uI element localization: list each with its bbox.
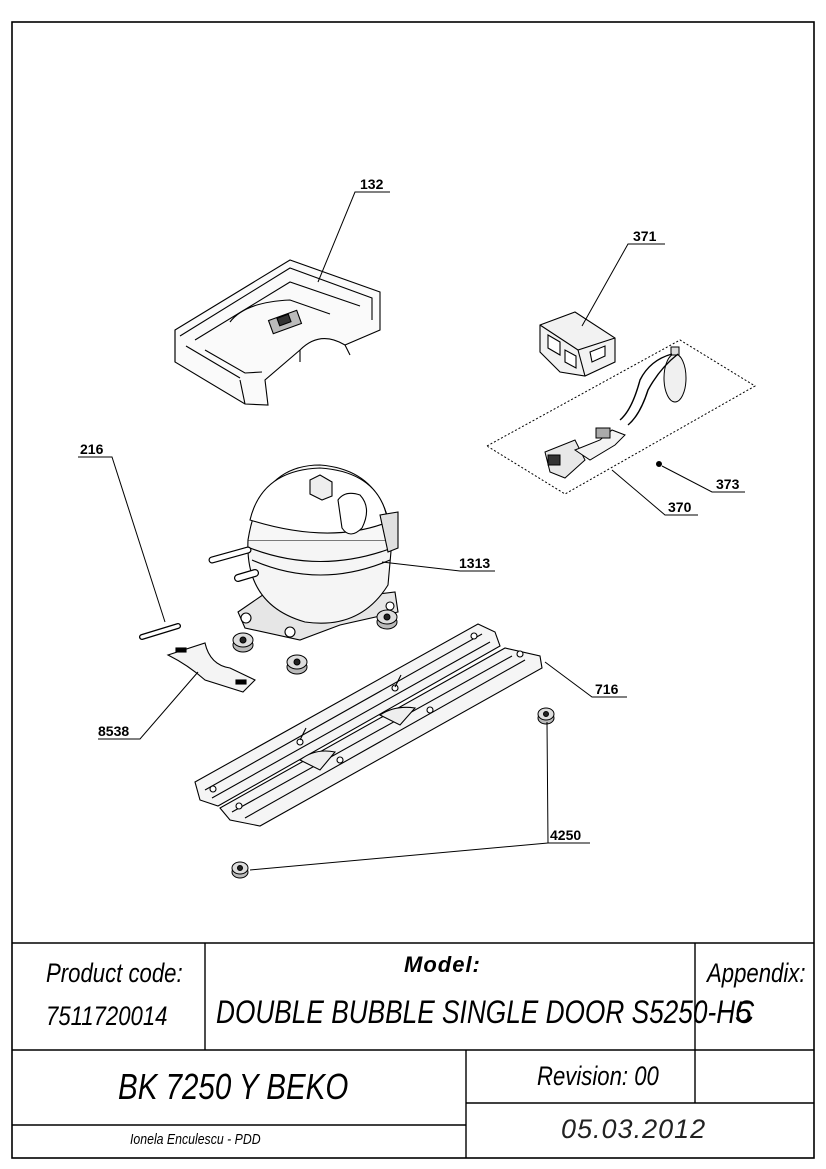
leader-lines [78,191,745,871]
part-716-base-rails [194,623,543,827]
callout-132: 132 [360,176,384,192]
part-370-electrical-kit [486,339,756,495]
appendix-label: Appendix: [707,958,806,988]
callout-716: 716 [595,681,619,697]
product-name: BK 7250 Y BEKO [118,1066,349,1107]
revision-date: 05.03.2012 [561,1114,707,1144]
leader-371 [581,243,665,327]
author: Ionela Enculescu - PDD [130,1131,261,1148]
callout-labels: 132 371 216 373 370 1313 716 8538 4250 [80,176,740,843]
revision: Revision: 00 [537,1061,659,1091]
leader-4250-b [249,842,549,871]
callout-8538: 8538 [98,723,129,739]
callout-4250: 4250 [550,827,581,843]
callout-370: 370 [668,499,692,515]
title-block-grid [12,942,814,1158]
part-371-relay-cover [539,311,616,377]
part-216-pin [139,623,181,640]
leader-8538 [98,671,199,740]
grommet-3 [376,609,398,630]
product-code-label: Product code: [46,958,183,988]
grommet-1 [232,632,254,653]
model-label: Model: [404,952,481,977]
leader-1313 [381,561,495,572]
part-1313-compressor [208,464,399,641]
leader-716 [544,661,627,698]
leader-216 [78,456,166,623]
leader-132 [317,191,390,283]
grommet-5 [231,861,249,879]
drawing-frame [11,21,815,1159]
grommet-2 [286,654,308,675]
leader-370 [611,469,698,516]
part-8538-plate [166,642,256,693]
part-132-drip-tray [174,259,381,406]
grommet-4 [537,707,555,725]
callout-371: 371 [633,228,657,244]
leader-373 [661,465,745,493]
appendix-value: 5 [735,996,752,1029]
model-value: DOUBLE BUBBLE SINGLE DOOR S5250-HC [216,994,755,1030]
callout-373: 373 [716,476,740,492]
product-code-value: 7511720014 [46,1001,168,1031]
callout-1313: 1313 [459,555,490,571]
grommets [231,609,555,879]
leader-4250-a [546,721,590,844]
callout-216: 216 [80,441,104,457]
